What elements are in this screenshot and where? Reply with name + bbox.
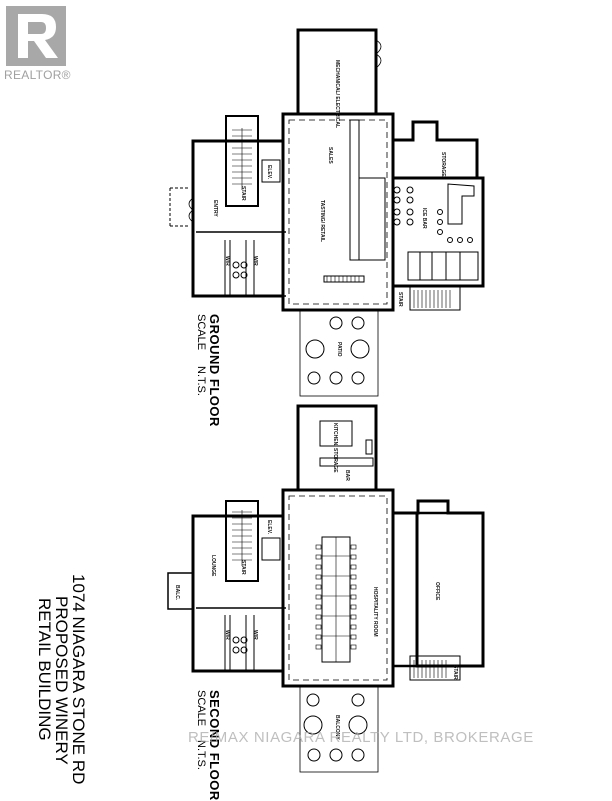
ground-floor-title: GROUND FLOOR — [207, 314, 222, 427]
room-label-office: OFFICE — [434, 582, 440, 601]
ground-floor-scale-value: N.T.S. — [195, 366, 207, 396]
room-label-ground-elev: ELEV. — [266, 165, 272, 179]
realtor-logo: REALTOR® — [4, 4, 71, 84]
room-label-ground-wr-2: W/R — [252, 256, 258, 266]
realtor-r-icon — [6, 6, 66, 66]
room-label-hospitality-room: HOSPITALITY ROOM — [372, 587, 378, 637]
room-label-ground-wr-1: W/R — [224, 256, 230, 266]
document-title-line-2: PROPOSED WINERY — [52, 596, 71, 765]
second-floor-scale-label: SCALE — [195, 690, 207, 727]
room-label-storage: STORAGE — [440, 152, 446, 177]
room-label-tasting-retail: TASTING/ RETAIL — [319, 200, 325, 243]
realtor-text: REALTOR® — [4, 68, 71, 82]
room-label-balc: BALC. — [174, 585, 180, 601]
brokerage-watermark: RE/MAX NIAGARA REALTY LTD, BROKERAGE — [188, 729, 534, 746]
room-label-second-ext-stair: STAIR — [452, 665, 458, 680]
room-label-kitchen-storage: KITCHEN/ STORAGE — [332, 423, 338, 473]
room-label-mechanical: MECHANICAL/ ELECTRICAL — [334, 60, 340, 129]
document-title-line-1: 1074 NIAGARA STONE RD — [69, 574, 88, 785]
document-title-line-3: RETAIL BUILDING — [35, 598, 54, 741]
room-label-ice-bar: ICE BAR — [421, 208, 427, 229]
room-label-second-elev: ELEV. — [266, 520, 272, 534]
room-label-entry: ENTRY — [212, 200, 218, 217]
room-label-sales: SALES — [327, 147, 333, 164]
room-label-second-wr-2: W/R — [252, 630, 258, 640]
room-label-patio: PATIO — [336, 342, 342, 357]
room-label-bar: BAR — [344, 470, 350, 481]
ground-floor-scale-label: SCALE — [195, 314, 207, 351]
room-label-lounge: LOUNGE — [210, 555, 216, 577]
room-label-ground-ext-stair: STAIR — [397, 292, 403, 307]
room-label-second-stair: STAIR — [240, 560, 246, 575]
room-label-second-wr-1: W/R — [224, 630, 230, 640]
room-label-ground-stair: STAIR — [240, 186, 246, 201]
